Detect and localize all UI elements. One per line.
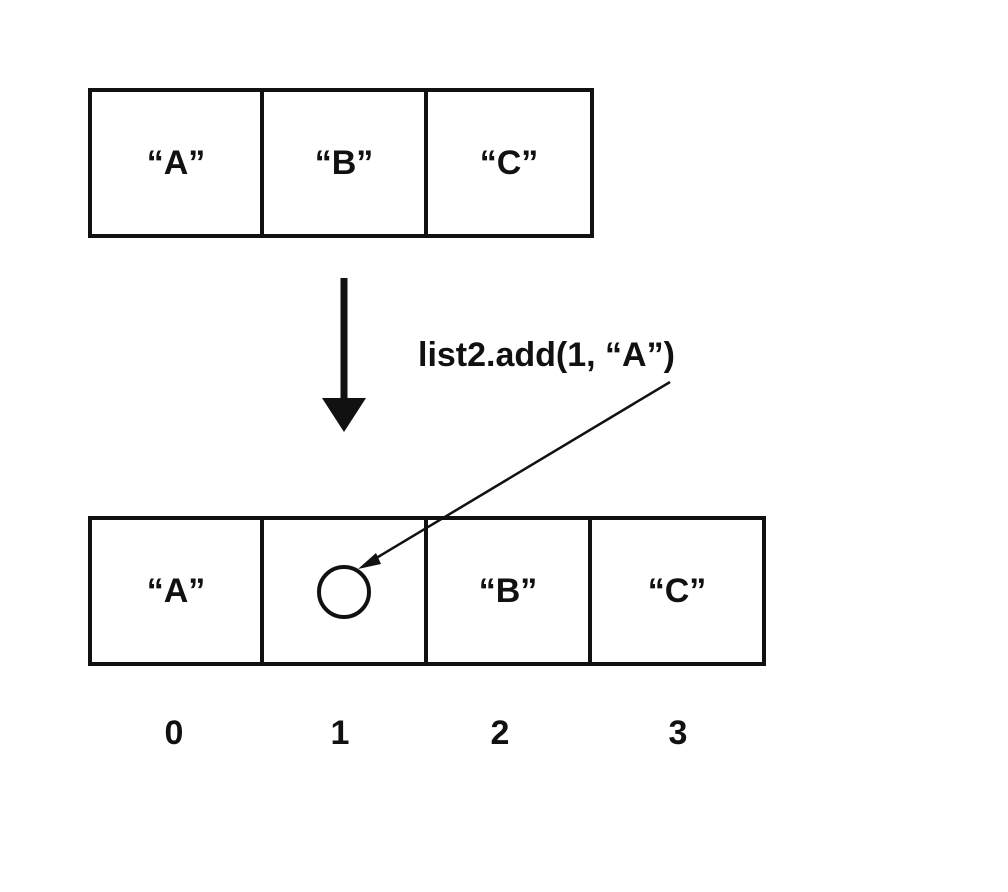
pointer-arrow-line (367, 380, 671, 565)
pointer-arrow-head-icon (358, 553, 381, 569)
cell-value: “C” (647, 571, 707, 610)
cell-value: “B” (314, 143, 374, 182)
bottom-cell-2: “B” (424, 516, 592, 666)
index-0: 0 (164, 714, 184, 752)
cell-value: “A” (146, 143, 206, 182)
cell-value: “B” (478, 571, 538, 610)
bottom-cell-3: “C” (588, 516, 766, 666)
top-cell-2: “C” (424, 88, 594, 238)
cell-value: “A” (146, 571, 206, 610)
index-3: 3 (668, 714, 688, 752)
operation-label: list2.add(1, “A”) (418, 336, 675, 374)
cell-value: “C” (479, 143, 539, 182)
down-arrow-head-icon (322, 398, 366, 432)
index-2: 2 (490, 714, 510, 752)
index-1: 1 (330, 714, 350, 752)
insert-slot-circle (317, 565, 371, 619)
